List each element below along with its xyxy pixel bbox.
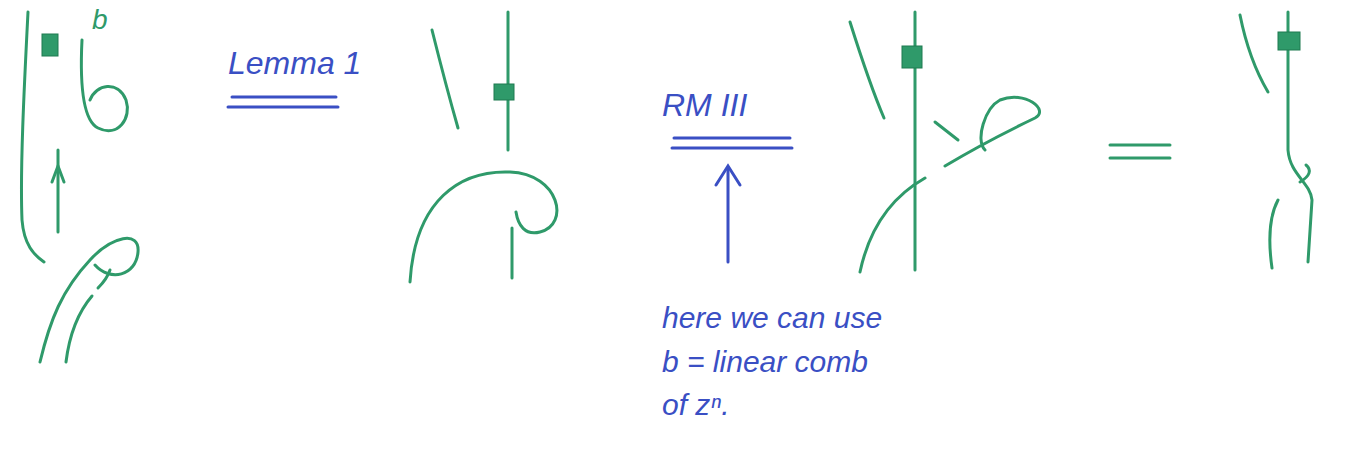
strand <box>66 296 92 362</box>
equal-sign <box>1110 145 1170 158</box>
step-label: Lemma 1 <box>228 40 361 86</box>
strand <box>40 238 138 362</box>
strand <box>945 97 1040 166</box>
bead-box <box>1278 32 1300 50</box>
strand <box>511 228 514 278</box>
pointer-arrow-head <box>716 166 740 185</box>
strand <box>1240 15 1268 92</box>
strand <box>850 22 884 118</box>
bead-box <box>42 34 58 56</box>
equals-line <box>674 137 790 140</box>
variable-label: b <box>92 0 108 41</box>
strand <box>432 30 458 128</box>
equals-line <box>1110 157 1170 160</box>
bead-box <box>494 84 514 100</box>
strand <box>98 270 110 288</box>
pointer-arrow <box>727 168 730 262</box>
equals-line <box>228 106 338 109</box>
strand <box>21 12 44 262</box>
strand <box>1270 200 1278 268</box>
strand <box>410 172 557 282</box>
strand <box>81 40 127 131</box>
equals-line <box>672 147 792 150</box>
step-label: RM III <box>662 82 747 128</box>
arrow-mark <box>52 166 64 182</box>
equals-line <box>232 96 336 99</box>
equals-line <box>1110 144 1170 147</box>
strand <box>860 178 925 272</box>
annotation-note: here we can use b = linear comb of zⁿ. <box>662 296 897 427</box>
strand <box>507 12 510 150</box>
bead-box <box>902 46 922 68</box>
strand <box>1300 165 1309 182</box>
strand <box>935 122 958 140</box>
